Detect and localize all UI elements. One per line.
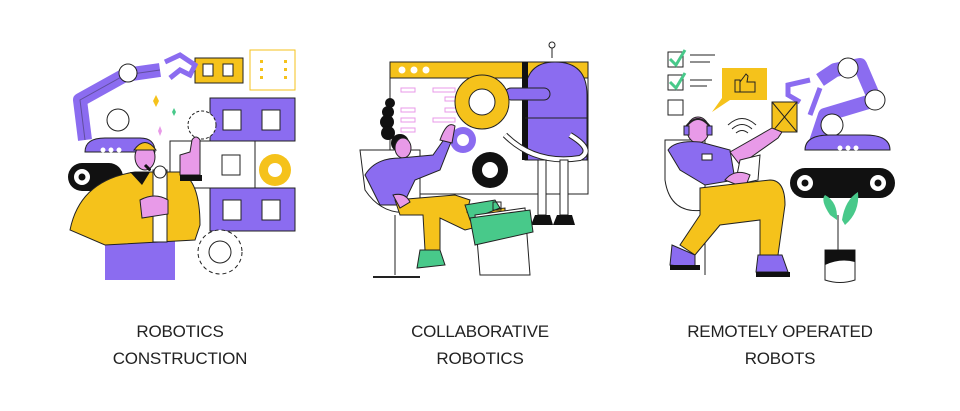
caption-line-2: CONSTRUCTION — [112, 349, 248, 368]
caption-line-2: ROBOTICS — [436, 349, 524, 368]
caption-collaborative-robotics: COLLABORATIVE ROBOTICS — [350, 318, 610, 372]
caption-line-1: ROBOTICS — [136, 322, 224, 341]
caption-line-1: REMOTELY OPERATED — [687, 322, 873, 341]
caption-line-2: ROBOTS — [744, 349, 816, 368]
remotely-operated-robots-illustration — [664, 49, 895, 283]
caption-robotics-construction: ROBOTICS CONSTRUCTION — [50, 318, 310, 372]
illustration-collaborative-robotics — [355, 40, 605, 290]
collaborative-robotics-illustration — [359, 41, 589, 278]
robotics-construction-illustration — [68, 49, 296, 280]
checklist-icon — [667, 49, 715, 116]
illustration-remotely-operated-robots — [660, 40, 910, 290]
caption-line-1: COLLABORATIVE — [411, 322, 549, 341]
illustration-robotics-construction — [60, 40, 310, 290]
caption-remotely-operated-robots: REMOTELY OPERATED ROBOTS — [650, 318, 910, 372]
